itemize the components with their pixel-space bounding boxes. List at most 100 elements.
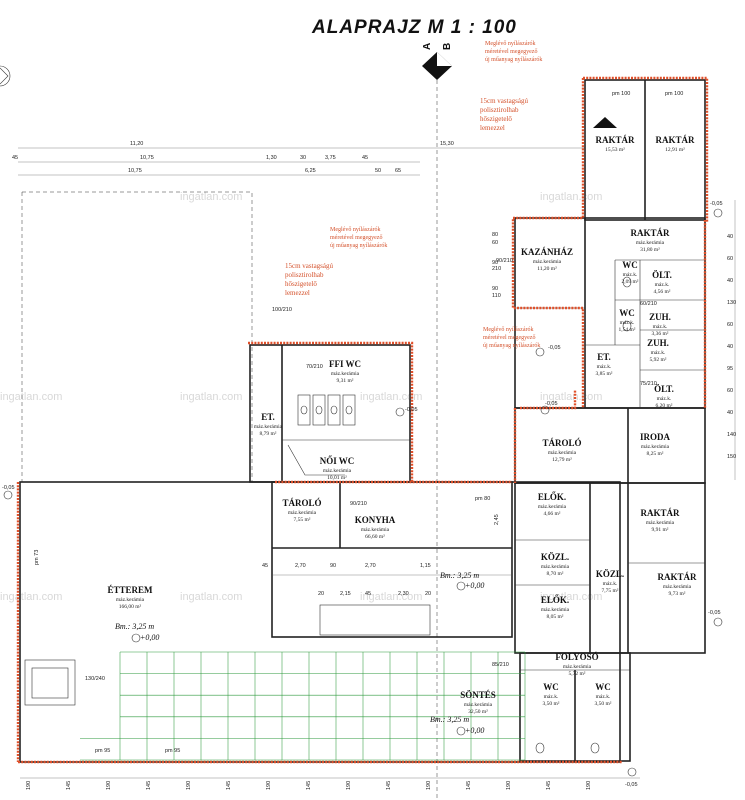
room-area: 3,85 m² — [596, 371, 613, 377]
dim-bottom: 145 — [386, 781, 392, 790]
room-floor: máz.k. — [620, 320, 635, 326]
room-floor: máz.kerámia — [323, 468, 352, 474]
elevation-mark: -0,05 — [625, 782, 638, 788]
building-walls — [19, 79, 706, 763]
room-floor: máz.kerámia — [548, 450, 577, 456]
existing-outline — [21, 191, 253, 483]
room-olt2: ÖLT.máz.k.6,20 m² — [654, 384, 674, 409]
insulation-lines — [16, 76, 709, 764]
room-name: RAKTÁR — [657, 572, 697, 582]
dim-top-2: 15,30 — [440, 141, 454, 147]
level-elev: +0,00 — [140, 633, 159, 642]
watermark: ingatlan.com — [540, 391, 602, 403]
dim-bottom: 190 — [266, 781, 272, 790]
room-name: ET. — [597, 352, 611, 362]
room-name: FOLYOSÓ — [555, 652, 598, 662]
level-markers: Bm.: 3,25 m +0,00 Bm.: 3,25 m +0,00 Bm.:… — [115, 571, 484, 736]
elevation-mark: -0,05 — [710, 201, 723, 207]
room-area: 8,05 m² — [547, 614, 564, 620]
watermark: ingatlan.com — [540, 591, 602, 603]
room-area: 2,09 m² — [622, 279, 639, 285]
dim: 45 — [365, 591, 371, 597]
room-name: TÁROLÓ — [542, 438, 581, 448]
room-name: WC — [619, 308, 635, 318]
dim: 2,45 — [494, 514, 500, 525]
room-name: RAKTÁR — [640, 508, 680, 518]
room-area: 8,25 m² — [647, 451, 664, 457]
room-area: 4,66 m² — [544, 511, 561, 517]
level-bm: Bm.: 3,25 m — [115, 622, 154, 631]
room-floor: máz.kerámia — [288, 510, 317, 516]
elevation-mark: -0,05 — [708, 610, 721, 616]
room-floor: máz.k. — [623, 272, 638, 278]
dim: 10,75 — [128, 168, 142, 174]
room-area: 9,91 m² — [652, 527, 669, 533]
room-et1: ET. máz.k.3,85 m² — [596, 352, 613, 377]
room-floor: máz.kerámia — [464, 702, 493, 708]
room-floor: máz.k. — [651, 350, 666, 356]
kitchen-dimensions: 2,70 90 2,70 45 1,15 20 2,15 45 2,30 20 … — [262, 514, 500, 597]
dim-right: 60 — [727, 388, 733, 394]
section-marker: A B — [422, 43, 453, 800]
toilet-fixtures — [287, 276, 632, 754]
watermarks: ingatlan.com ingatlan.com ingatlan.com i… — [0, 191, 602, 603]
room-name: KÖZL. — [541, 552, 569, 562]
room-area: 11,20 m² — [537, 266, 557, 272]
room-area: 7,55 m² — [294, 517, 311, 523]
dim-bottom: 145 — [466, 781, 472, 790]
elevation-mark: -0,05 — [548, 345, 561, 351]
dim-kazan: 90 — [492, 286, 498, 292]
dim: 2,30 — [398, 591, 409, 597]
room-area: 12,79 m² — [552, 457, 572, 463]
room-area: 32,50 m² — [468, 709, 488, 715]
window-label: pm 95 — [165, 748, 180, 754]
dim-right: 40 — [727, 410, 733, 416]
room-floor: máz.k. — [597, 364, 612, 370]
section-mark-b: B — [442, 43, 453, 50]
room-name: KÖZL. — [596, 569, 624, 579]
dimension-lines-top: 11,20 15,30 45 10,75 1,30 30 3,75 45 65 … — [12, 141, 585, 176]
window-note-line: új műanyag nyílászárók — [485, 57, 542, 63]
level-elev: +0,00 — [465, 581, 484, 590]
room-area: 4,56 m² — [654, 289, 671, 295]
room-name: ELŐK. — [538, 492, 566, 502]
insulation-note-line: 15cm vastagságú — [480, 97, 529, 105]
room-name: ÖLT. — [652, 270, 672, 280]
dim-kazan: 110 — [492, 293, 501, 299]
insulation-note-line: lemezzel — [285, 289, 310, 297]
watermark: ingatlan.com — [0, 591, 62, 603]
room-kozl2: KÖZL.máz.k.7,75 m² — [596, 569, 624, 594]
room-wc2: WC máz.k.1,54 m² — [619, 308, 636, 333]
door-label: 100/210 — [272, 307, 292, 313]
dim-right: 140 — [727, 432, 736, 438]
dim: 20 — [425, 591, 431, 597]
dim: 2,70 — [295, 563, 306, 569]
room-floor: máz.kerámia — [636, 240, 665, 246]
room-olt1: ÖLT.máz.k.4,56 m² — [652, 270, 672, 295]
room-area: 8,79 m² — [260, 431, 277, 437]
room-floor: máz.kerámia — [254, 424, 283, 430]
dim-right: 60 — [727, 256, 733, 262]
dim-right: 60 — [727, 322, 733, 328]
watermark: ingatlan.com — [180, 391, 242, 403]
room-name: WC — [595, 682, 611, 692]
room-name: SÖNTÉS — [460, 690, 496, 700]
room-area: 1,54 m² — [619, 327, 636, 333]
dim: 50 — [375, 168, 381, 174]
dim: 10,75 — [140, 155, 154, 161]
dim: 90 — [330, 563, 336, 569]
dim-bottom: 145 — [226, 781, 232, 790]
dim-bottom: 190 — [506, 781, 512, 790]
plan-title: ALAPRAJZ M 1 : 100 — [311, 17, 517, 38]
room-name: IRODA — [640, 432, 671, 442]
watermark: ingatlan.com — [180, 191, 242, 203]
